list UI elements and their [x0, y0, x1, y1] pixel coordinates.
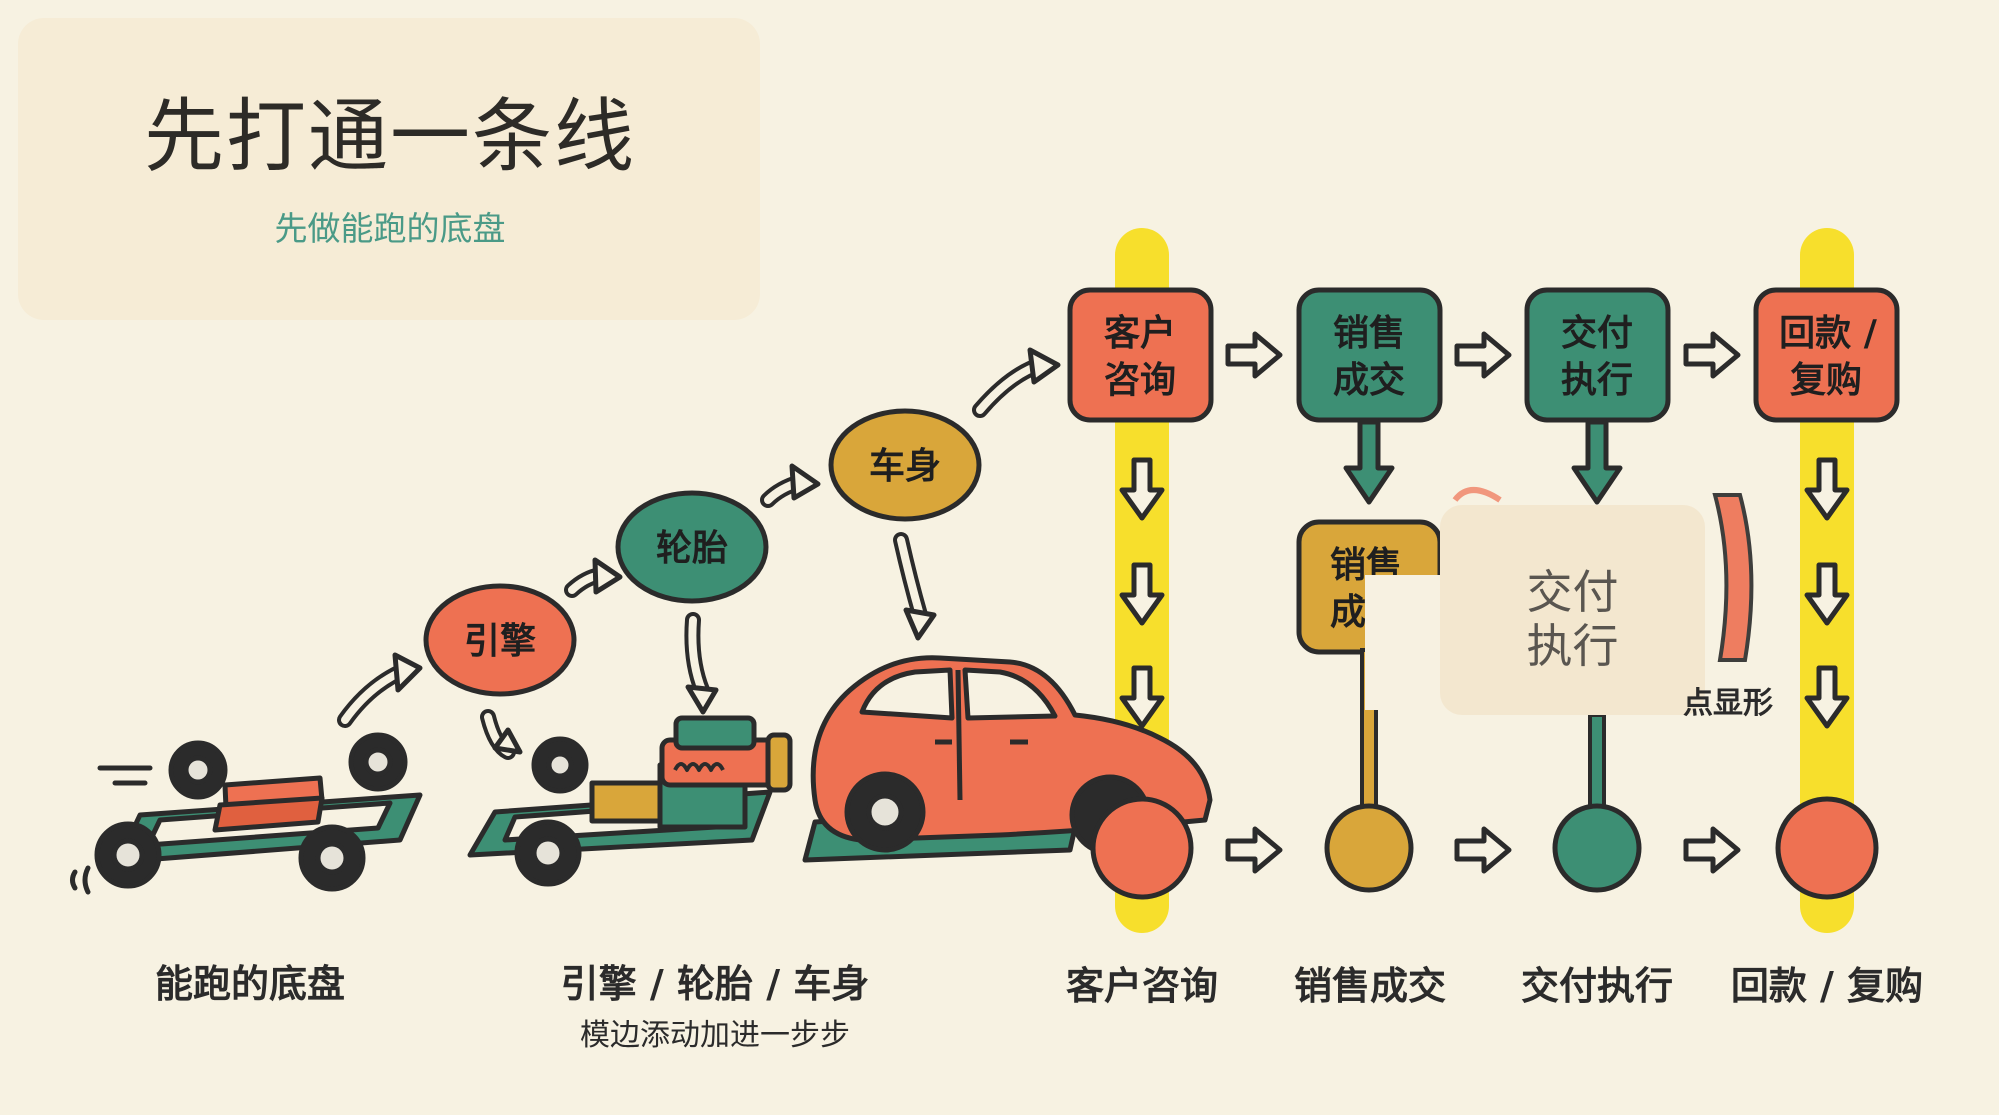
circle-sales — [1324, 803, 1414, 893]
down-arrows-green — [1343, 419, 1623, 505]
node-tires — [615, 490, 769, 604]
label-chassis: 能跑的底盘 — [154, 962, 345, 1006]
node-body-label: 车身 — [869, 446, 941, 487]
car-illustration — [802, 655, 1213, 863]
node-sales-partial-label-2: 成 — [1330, 592, 1366, 633]
label-consult: 客户咨询 — [1065, 964, 1218, 1008]
node-engine — [423, 583, 577, 697]
node-tires-label: 轮胎 — [656, 528, 728, 569]
node-payback-label-2: 复购 — [1790, 360, 1862, 401]
overlay-card-text: 交付 执行 — [1440, 565, 1705, 673]
glow-left — [1452, 487, 1502, 503]
node-delivery-label-2: 执行 — [1561, 360, 1633, 401]
right-arrows-top — [1225, 331, 1741, 379]
node-sales-label-1: 销售 — [1333, 313, 1405, 354]
node-engine-label: 引擎 — [464, 621, 536, 662]
node-payback-label-1: 回款 / — [1779, 313, 1878, 354]
circle-consult — [1090, 796, 1194, 900]
node-payback — [1753, 287, 1900, 423]
down-arrows-yellow — [1119, 457, 1850, 729]
curved-arrow-heads — [392, 347, 1061, 755]
node-consult-label-2: 咨询 — [1104, 360, 1176, 401]
label-modules-sub: 模边添动加进一步步 — [580, 1018, 850, 1053]
connector-delivery — [1588, 713, 1606, 817]
overlay-line-2: 执行 — [1526, 619, 1619, 673]
right-arrows-bottom — [1225, 826, 1741, 874]
chassis-illustration — [70, 732, 423, 895]
label-modules: 引擎 / 轮胎 / 车身 — [560, 962, 870, 1006]
circle-payback — [1775, 796, 1879, 900]
label-delivery: 交付执行 — [1520, 964, 1673, 1008]
page-subtitle: 先做能跑的底盘 — [274, 209, 506, 248]
chassis-with-engine-illustration — [467, 715, 793, 887]
circle-delivery — [1552, 803, 1642, 893]
node-consult-label-1: 客户 — [1104, 313, 1176, 354]
node-consult — [1067, 287, 1214, 423]
node-delivery-label-1: 交付 — [1561, 312, 1633, 354]
node-body — [828, 408, 982, 522]
label-payback: 回款 / 复购 — [1730, 964, 1924, 1008]
overlay-line-1: 交付 — [1526, 565, 1619, 619]
label-sales: 销售成交 — [1293, 964, 1446, 1008]
overlay-partial-text: 点显形 — [1683, 686, 1773, 721]
page-title: 先打通一条线 — [144, 90, 636, 183]
overlay-card — [1440, 505, 1705, 715]
title-card — [18, 18, 760, 320]
glow-right — [1712, 493, 1754, 662]
node-sales-label-2: 成交 — [1333, 359, 1405, 401]
